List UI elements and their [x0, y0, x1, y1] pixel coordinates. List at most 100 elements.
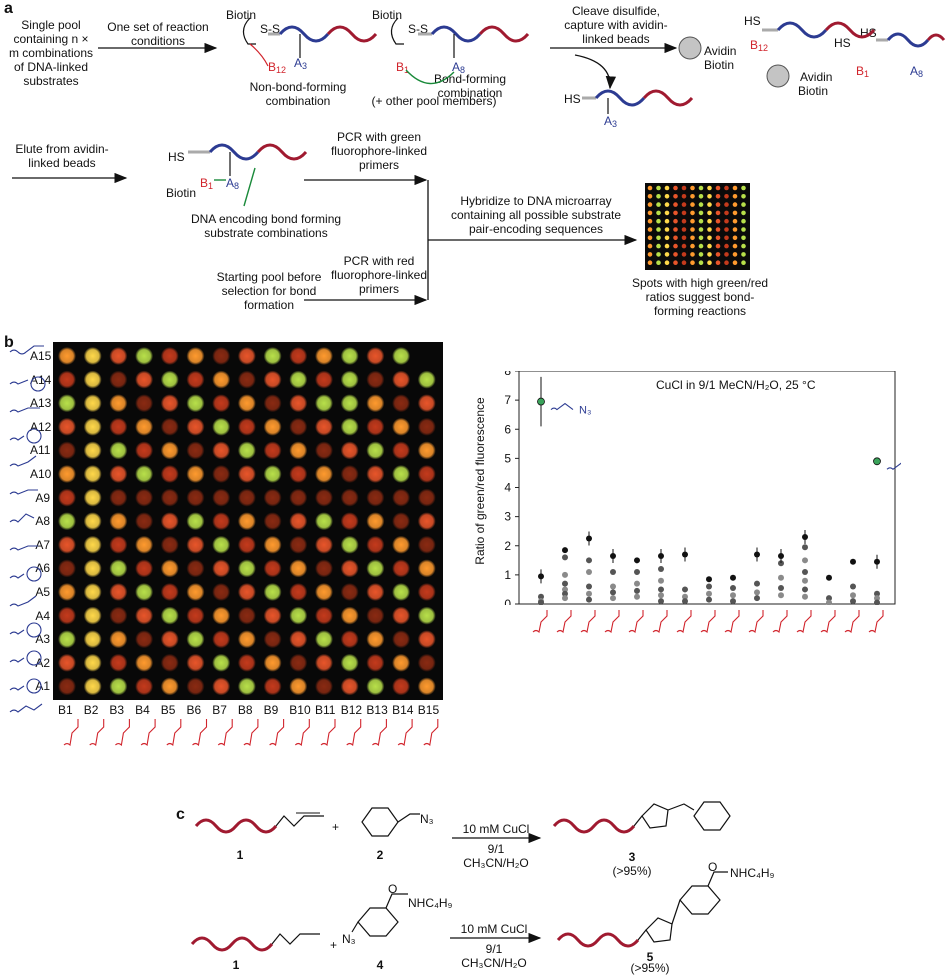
microarray-spot: [315, 488, 333, 507]
starting-pool-text: Starting pool before selection for bond …: [216, 270, 322, 312]
data-point: [730, 574, 736, 581]
microarray-spot: [212, 465, 231, 483]
microarray-spot: [186, 630, 205, 649]
microarray-spot: [392, 488, 411, 507]
data-point: [826, 599, 832, 605]
mini-spot: [707, 210, 712, 216]
mini-spot: [707, 202, 712, 207]
microarray-spot: [366, 465, 385, 483]
data-point: [802, 586, 808, 593]
mini-spot: [673, 194, 678, 199]
row-label-a7: A7: [35, 537, 50, 552]
mini-spot: [715, 235, 721, 241]
microarray-spot: [160, 606, 179, 625]
chart-x-substrate: [796, 610, 812, 634]
data-point: [802, 593, 808, 600]
mini-spot: [741, 218, 746, 224]
microarray-spot: [135, 370, 154, 389]
data-point: [562, 580, 568, 587]
rxn1-yield: (>95%): [612, 864, 652, 878]
microarray-spot: [135, 559, 154, 578]
spots-text: Spots with high green/red ratios suggest…: [631, 276, 769, 318]
microarray-spot: [212, 630, 231, 649]
microarray-spot: [237, 512, 256, 531]
col-label-b9: B9: [263, 703, 279, 717]
microarray-spot: [315, 606, 333, 625]
mini-spot: [707, 185, 712, 191]
a8-label-2: A8: [910, 64, 924, 79]
microarray-spot: [135, 417, 154, 436]
mini-spot: [698, 260, 704, 265]
biotin-label-3: Biotin: [704, 58, 735, 72]
mini-spot: [673, 260, 678, 265]
mini-spot: [656, 185, 661, 191]
microarray-spot: [417, 535, 436, 554]
data-point: [610, 568, 616, 575]
data-point: [682, 598, 688, 605]
microarray-spot: [366, 606, 385, 625]
data-point: [874, 590, 880, 597]
microarray-spot: [83, 370, 102, 389]
microarray-spot: [366, 417, 385, 436]
rxn2-reactant-1: [190, 933, 320, 952]
data-point: [826, 595, 832, 602]
b-substrate-structure: [346, 719, 362, 747]
microarray-spot: [212, 535, 231, 554]
microarray-spot: [417, 677, 436, 696]
mini-spot: [690, 218, 695, 224]
mini-spot: [732, 218, 738, 224]
data-point: [754, 595, 760, 602]
row-label-a13: A13: [30, 396, 52, 411]
microarray-spot: [392, 630, 411, 649]
mini-spot: [698, 218, 704, 224]
microarray-spot: [160, 417, 179, 436]
data-point: [610, 595, 616, 602]
microarray-spot: [340, 512, 359, 531]
dna-encoding-text: DNA encoding bond forming substrate comb…: [190, 212, 342, 240]
microarray-spot: [109, 488, 128, 507]
data-point: [658, 566, 664, 573]
row-label-a4: A4: [35, 608, 50, 623]
data-point: [658, 598, 664, 605]
data-point: [658, 577, 664, 584]
microarray-spot: [237, 417, 256, 436]
row-label-a10: A10: [30, 467, 52, 481]
microarray-spot: [83, 559, 102, 578]
microarray-spot: [109, 535, 128, 554]
data-point: [706, 583, 712, 590]
mini-spot: [732, 235, 738, 241]
mini-spot: [656, 235, 661, 241]
hybridize-text: Hybridize to DNA microarray containing a…: [450, 194, 622, 236]
microarray-spot: [83, 347, 102, 365]
microarray-spot: [58, 347, 76, 365]
microarray-spot: [135, 512, 154, 531]
mini-spot: [656, 218, 661, 224]
microarray-spot: [340, 441, 359, 460]
microarray-spot: [160, 535, 179, 554]
mini-spot: [681, 185, 687, 191]
microarray-spot: [109, 465, 128, 483]
microarray-spot: [109, 606, 128, 625]
microarray-spot: [315, 465, 333, 483]
row-label-a2: A2: [35, 655, 50, 670]
microarray-spot: [340, 653, 359, 672]
rxn1-num2: 2: [376, 848, 384, 862]
mini-spot: [647, 210, 653, 216]
row-label-a9: A9: [35, 490, 50, 505]
mini-spot: [715, 194, 721, 199]
arrow-cleave-down: [574, 54, 617, 90]
b12-label: B12: [268, 60, 287, 75]
mini-spot: [681, 260, 687, 265]
microarray-spot: [212, 394, 231, 413]
mini-spot: [698, 252, 704, 257]
col-label-b4: B4: [135, 703, 150, 717]
mini-spot: [647, 227, 653, 232]
microarray-spot: [135, 606, 154, 625]
biotin-label-5: Biotin: [166, 186, 197, 200]
microarray-spot: [340, 488, 359, 507]
data-point: [850, 583, 856, 590]
data-point: [778, 592, 784, 599]
microarray-spot: [212, 583, 231, 601]
y-tick-label: 1: [504, 568, 511, 582]
